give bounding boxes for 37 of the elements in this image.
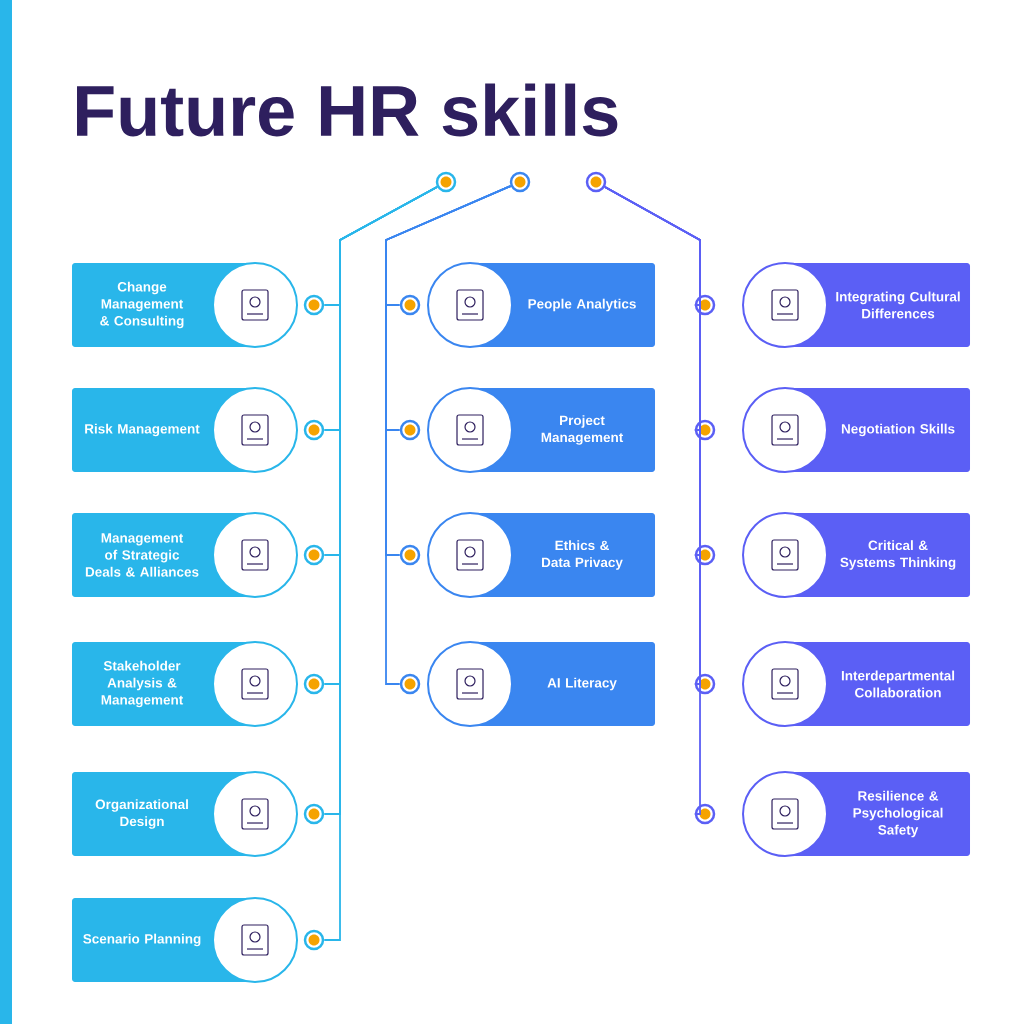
skill-card: Risk Management [72,387,298,473]
connector-dot [694,673,716,695]
connector-line [385,185,512,685]
skill-card: AI Literacy [427,641,655,727]
connector-dot [585,171,607,193]
skill-card: Management of Strategic Deals & Alliances [72,512,298,598]
skill-card: People Analytics [427,262,655,348]
skill-card: Project Management [427,387,655,473]
skill-card: Scenario Planning [72,897,298,983]
skill-card: Change Management & Consulting [72,262,298,348]
skill-card: Stakeholder Analysis & Management [72,641,298,727]
skill-card: Interdepartmental Collaboration [742,641,970,727]
connector-dot [694,294,716,316]
connector-dot [303,929,325,951]
skill-card: Integrating Cultural Differences [742,262,970,348]
skill-card: Critical & Systems Thinking [742,512,970,598]
connector-dot [694,419,716,441]
connector-dot [399,544,421,566]
connector-dot [303,294,325,316]
connector-line [604,186,701,815]
skill-card: Organizational Design [72,771,298,857]
title: Future HR skills [77,83,618,137]
connector-dot [303,673,325,695]
connector-dot [435,171,457,193]
skill-card: Negotiation Skills [742,387,970,473]
connector-dot [303,803,325,825]
connector-dot [399,294,421,316]
connector-dot [303,419,325,441]
connector-dot [399,419,421,441]
connector-dot [303,544,325,566]
connector-dot [694,803,716,825]
skill-card: Ethics & Data Privacy [427,512,655,598]
skill-card: Resilience & Psychological Safety [742,771,970,857]
connector-dot [509,171,531,193]
connector-dot [694,544,716,566]
connector-dot [399,673,421,695]
connector-line [323,186,438,941]
